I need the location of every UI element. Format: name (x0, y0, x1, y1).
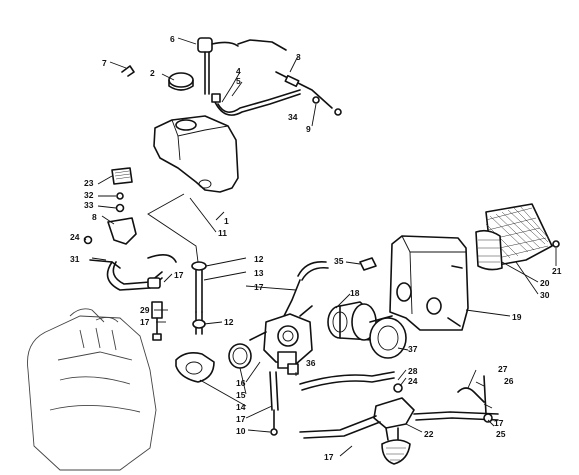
callout-7: 7 (102, 58, 107, 68)
callout-16: 16 (236, 378, 246, 388)
fuel-tank[interactable] (153, 115, 239, 193)
hose-clip[interactable] (121, 65, 135, 77)
callout-27: 27 (498, 364, 508, 374)
hose-clamp[interactable] (287, 363, 299, 375)
callout-22: 22 (424, 429, 434, 439)
callout-11: 11 (218, 228, 227, 238)
callout-15: 15 (236, 390, 246, 400)
primer-plug[interactable] (151, 301, 163, 341)
vent-hose-assembly[interactable] (211, 71, 342, 116)
fuel-sender[interactable] (197, 37, 287, 95)
callout-33: 33 (84, 200, 94, 210)
carburetor[interactable] (249, 305, 313, 369)
leader-lines (83, 37, 557, 457)
callout-17e: 17 (494, 418, 504, 428)
callout-25: 25 (496, 429, 506, 439)
callout-17a: 17 (174, 270, 184, 280)
callout-24b: 24 (408, 376, 418, 386)
fuel-pump[interactable] (373, 397, 415, 465)
tank-cap[interactable] (168, 72, 194, 91)
screw[interactable] (552, 240, 560, 248)
callout-12b: 12 (224, 317, 234, 327)
callout-8: 8 (92, 212, 97, 222)
callout-23: 23 (84, 178, 94, 188)
callout-18: 18 (350, 288, 360, 298)
intake-boot[interactable] (327, 301, 407, 359)
label-plate[interactable] (111, 167, 133, 185)
callout-24a: 24 (70, 232, 80, 242)
engine-outline (27, 308, 157, 471)
fuel-hose-main[interactable] (191, 261, 207, 335)
callout-5: 5 (236, 76, 241, 86)
callout-2: 2 (150, 68, 155, 78)
callout-19: 19 (512, 312, 522, 322)
callout-13: 13 (254, 268, 264, 278)
carb-flange[interactable] (175, 343, 252, 383)
hose-strap[interactable] (457, 375, 487, 415)
callout-labels: 1 2 3 4 5 6 7 8 9 10 11 12 12 13 14 15 1… (70, 34, 562, 462)
callout-17d: 17 (140, 317, 150, 327)
callout-28: 28 (408, 366, 418, 376)
pump-hoses[interactable] (299, 371, 499, 439)
tank-outlet-line (147, 193, 199, 263)
callout-4: 4 (236, 66, 241, 76)
callout-17c: 17 (236, 414, 246, 424)
callout-30: 30 (540, 290, 550, 300)
callout-35: 35 (334, 256, 344, 266)
air-silencer[interactable] (389, 235, 469, 331)
callout-21: 21 (552, 266, 562, 276)
callout-36: 36 (306, 358, 316, 368)
fuel-line-left[interactable] (89, 254, 177, 291)
callout-31: 31 (70, 254, 80, 264)
callout-12a: 12 (254, 254, 264, 264)
vent-hose-carb[interactable] (283, 260, 329, 317)
callout-17b: 17 (254, 282, 264, 292)
callout-14: 14 (236, 402, 246, 412)
callout-34: 34 (288, 112, 298, 122)
callout-6: 6 (170, 34, 175, 44)
callout-10: 10 (236, 426, 246, 436)
mounting-bracket[interactable] (83, 192, 137, 245)
callout-9: 9 (306, 124, 311, 134)
callout-1: 1 (224, 216, 229, 226)
callout-26: 26 (504, 376, 514, 386)
callout-32: 32 (84, 190, 94, 200)
callout-17f: 17 (324, 452, 334, 462)
boot-clamp[interactable] (359, 257, 377, 271)
callout-29: 29 (140, 305, 150, 315)
callout-3: 3 (296, 52, 301, 62)
drain-hose[interactable] (269, 371, 279, 436)
air-intake-screen[interactable] (475, 203, 553, 271)
callout-20: 20 (540, 278, 550, 288)
callout-37: 37 (408, 344, 418, 354)
